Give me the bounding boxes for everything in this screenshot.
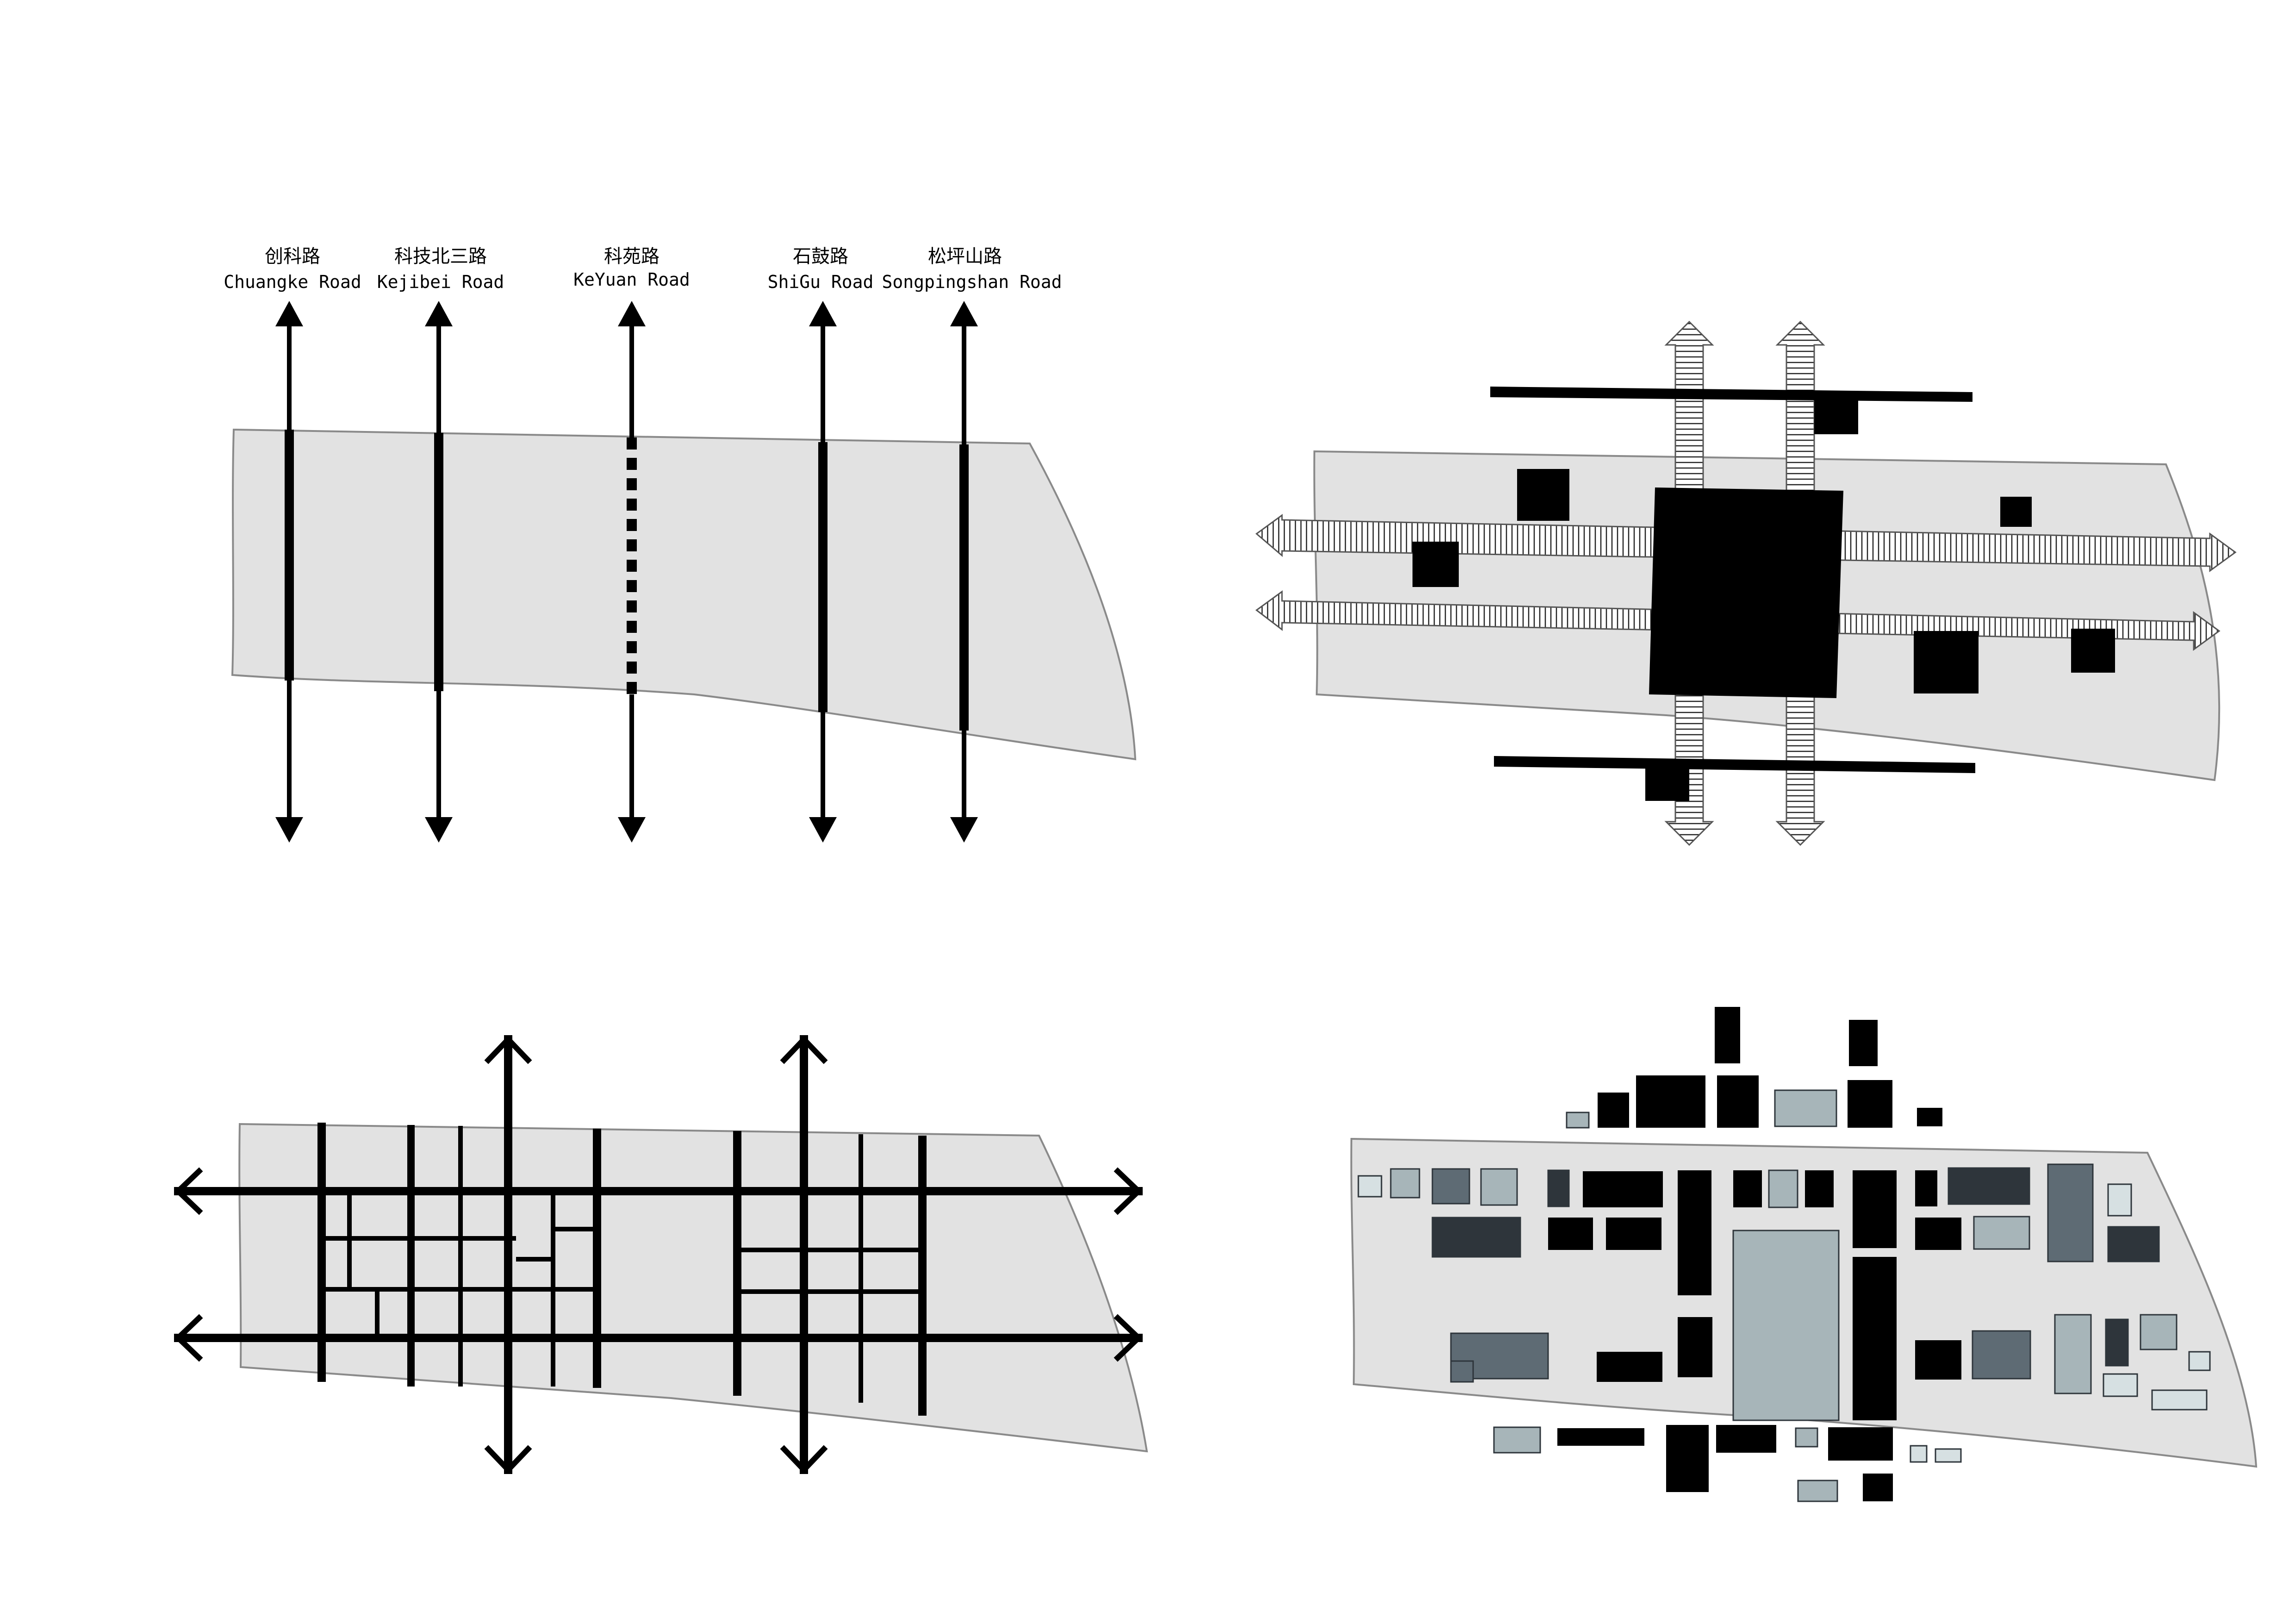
building-block xyxy=(2000,497,2032,527)
building-block xyxy=(1828,1427,1893,1461)
road-label-cn: 石鼓路 xyxy=(793,246,848,267)
building-block xyxy=(1566,1112,1590,1129)
building-block xyxy=(1666,1425,1709,1492)
building-block xyxy=(1797,1480,1838,1502)
building-block xyxy=(1774,1089,1837,1127)
building-block xyxy=(1849,1020,1878,1066)
building-block xyxy=(2107,1183,2132,1217)
building-block xyxy=(1848,1080,1892,1128)
building-block xyxy=(1606,1218,1661,1250)
building-block xyxy=(1645,764,1689,801)
road-label-en: ShiGu Road xyxy=(768,272,874,292)
double-arrow-icon xyxy=(174,1314,1143,1362)
road-arrow xyxy=(275,301,303,843)
road-label-cn: 科技北三路 xyxy=(394,246,487,267)
axis-bar-north xyxy=(1490,387,1972,402)
building-block xyxy=(1716,1425,1776,1453)
building-block xyxy=(1914,631,1979,693)
building-block xyxy=(1853,1170,1897,1248)
panel-street-grid xyxy=(174,1035,1148,1474)
axis-bar-south xyxy=(1494,756,1975,773)
building-block xyxy=(2105,1318,2129,1367)
road-label-en: Chuangke Road xyxy=(224,272,361,292)
building-block xyxy=(1678,1317,1712,1377)
road-labels: 创科路 Chuangke Road 科技北三路 Kejibei Road 科苑路… xyxy=(224,246,1062,292)
building-block xyxy=(1915,1218,1961,1250)
double-arrow-icon xyxy=(780,1035,828,1474)
road-arrow xyxy=(950,301,978,843)
building-block xyxy=(2071,629,2115,673)
arrow-head-icon xyxy=(809,817,837,843)
road-label-en: KeYuan Road xyxy=(573,269,690,290)
road-arrow xyxy=(809,301,837,843)
building-block xyxy=(2140,1314,2178,1350)
building-block xyxy=(1948,1167,2030,1205)
building-block xyxy=(1853,1257,1897,1420)
building-block xyxy=(2103,1373,2138,1397)
building-block xyxy=(1390,1168,1420,1199)
building-block xyxy=(1863,1474,1893,1501)
site-boundary xyxy=(231,428,1137,761)
building-block xyxy=(2107,1226,2160,1262)
building-block xyxy=(1450,1360,1474,1383)
road-arrow xyxy=(618,301,646,843)
arrow-head-icon xyxy=(809,301,837,326)
building-block xyxy=(1795,1427,1818,1448)
building-block xyxy=(1717,1075,1759,1128)
building-block xyxy=(2188,1351,2211,1371)
road-arrow xyxy=(425,301,453,843)
building-block xyxy=(1480,1168,1518,1206)
road-label-en: Songpingshan Road xyxy=(882,272,1062,292)
building-block xyxy=(1357,1175,1382,1198)
building-block xyxy=(2047,1163,2094,1262)
building-block xyxy=(2151,1389,2208,1411)
building-block xyxy=(1557,1428,1644,1446)
arrow-head-icon xyxy=(425,301,453,326)
building-block xyxy=(1935,1448,1962,1463)
building-block xyxy=(1678,1170,1711,1295)
building-block xyxy=(1910,1445,1928,1463)
building-block xyxy=(1768,1169,1798,1208)
road-label-cn: 松坪山路 xyxy=(928,246,1002,267)
building-block xyxy=(2054,1314,2092,1394)
building-block xyxy=(1598,1093,1629,1128)
building-block xyxy=(1636,1075,1705,1128)
arrow-head-icon xyxy=(950,301,978,326)
building-block xyxy=(1548,1218,1593,1250)
building-block xyxy=(1917,1108,1942,1126)
building-block xyxy=(1915,1340,1961,1380)
building-block xyxy=(1583,1171,1663,1207)
building-block xyxy=(1732,1230,1840,1421)
building-block xyxy=(1733,1170,1762,1207)
building-block xyxy=(1805,1170,1834,1207)
double-arrow-icon xyxy=(484,1035,532,1474)
arrow-head-icon xyxy=(950,817,978,843)
arrow-head-icon xyxy=(618,817,646,843)
road-label-en: Kejibei Road xyxy=(377,272,504,292)
road-label-cn: 创科路 xyxy=(265,246,320,267)
building-block xyxy=(1547,1169,1570,1207)
double-arrow-icon xyxy=(174,1167,1143,1215)
building-block xyxy=(1972,1330,2031,1380)
building-block xyxy=(1412,542,1459,587)
panel-road-network: 创科路 Chuangke Road 科技北三路 Kejibei Road 科苑路… xyxy=(224,246,1137,843)
building-block xyxy=(1915,1170,1937,1206)
panel-building-massing xyxy=(1350,1007,2258,1502)
building-block xyxy=(1597,1352,1662,1382)
building-block xyxy=(1517,469,1569,521)
building-block xyxy=(1715,1007,1740,1063)
arrow-head-icon xyxy=(618,301,646,326)
road-label-cn: 科苑路 xyxy=(604,246,660,267)
panel-axis-core xyxy=(1255,320,2237,846)
building-block xyxy=(1431,1168,1470,1205)
arrow-head-icon xyxy=(425,817,453,843)
building-block xyxy=(1431,1217,1521,1258)
arrow-head-icon xyxy=(275,817,303,843)
building-block xyxy=(1973,1216,2030,1250)
core-block xyxy=(1649,487,1843,698)
arrow-head-icon xyxy=(275,301,303,326)
building-block xyxy=(1814,397,1858,434)
building-block xyxy=(1493,1426,1541,1454)
